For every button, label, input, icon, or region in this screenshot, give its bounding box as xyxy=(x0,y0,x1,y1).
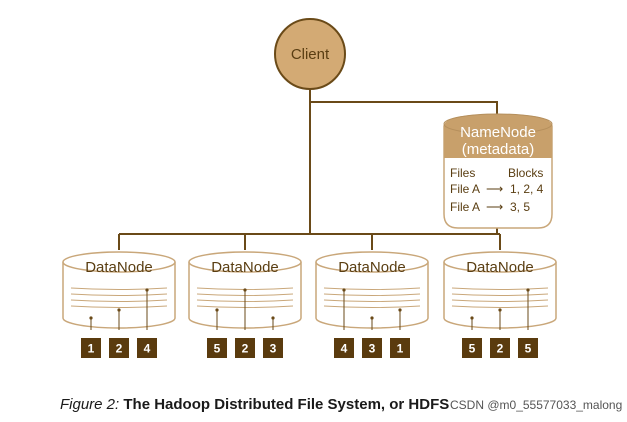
block-box xyxy=(235,338,255,358)
block-box xyxy=(263,338,283,358)
block-number: 4 xyxy=(144,342,151,356)
block-pointer-dot xyxy=(145,288,149,292)
block-pointer-dot xyxy=(370,316,374,320)
datanode-1: DataNode 1 2 4 xyxy=(62,251,176,358)
client-circle xyxy=(274,18,346,90)
block-pointer-dot xyxy=(342,288,346,292)
block-box xyxy=(490,338,510,358)
block-box xyxy=(81,338,101,358)
namenode-title: NameNode xyxy=(460,124,536,141)
block-number: 2 xyxy=(497,342,504,356)
namenode-row-2-blocks: 3, 5 xyxy=(510,200,530,214)
datanode-label: DataNode xyxy=(211,259,279,276)
block-box xyxy=(518,338,538,358)
block-pointer-dot xyxy=(526,288,530,292)
block-box xyxy=(109,338,129,358)
block-pointer-dot xyxy=(398,308,402,312)
datanode-top-rim xyxy=(315,251,429,273)
datanode-platter-line xyxy=(323,305,421,308)
namenode-row-2-file: File A xyxy=(450,200,480,214)
client-label: Client xyxy=(291,46,330,63)
block-pointer-dot xyxy=(117,308,121,312)
namenode-row-1-arrow: ⟶ xyxy=(486,182,503,196)
block-box xyxy=(207,338,227,358)
namenode-subtitle: (metadata) xyxy=(462,141,535,158)
datanode-top-rim xyxy=(443,251,557,273)
datanode-platter-line xyxy=(451,299,549,302)
block-number: 3 xyxy=(369,342,376,356)
block-pointer-dot xyxy=(498,308,502,312)
datanode-platter-line xyxy=(70,287,168,290)
block-box xyxy=(462,338,482,358)
block-number: 5 xyxy=(469,342,476,356)
datanode-platter-line xyxy=(323,293,421,296)
datanode-4: DataNode 5 2 5 xyxy=(443,251,557,358)
block-number: 2 xyxy=(242,342,249,356)
connector-lines xyxy=(118,89,501,250)
block-box xyxy=(362,338,382,358)
block-pointer-dot xyxy=(271,316,275,320)
namenode: NameNode (metadata) Files Blocks File A … xyxy=(443,113,553,229)
block-box xyxy=(137,338,157,358)
block-number: 1 xyxy=(88,342,95,356)
datanode-top-rim xyxy=(188,251,302,273)
namenode-files-header: Files xyxy=(450,166,475,180)
datanode-label: DataNode xyxy=(338,259,406,276)
caption-title: The Hadoop Distributed File System, or H… xyxy=(123,396,450,413)
namenode-blocks-header: Blocks xyxy=(508,166,543,180)
datanode-platter-line xyxy=(451,293,549,296)
datanode-platter-line xyxy=(70,305,168,308)
datanode-platter-line xyxy=(451,305,549,308)
block-number: 1 xyxy=(397,342,404,356)
client-node: Client xyxy=(274,18,346,90)
datanode-platter-line xyxy=(70,299,168,302)
namenode-header xyxy=(444,114,552,158)
block-number: 3 xyxy=(270,342,277,356)
datanode-label: DataNode xyxy=(466,259,534,276)
block-box xyxy=(390,338,410,358)
namenode-row-1-blocks: 1, 2, 4 xyxy=(510,182,544,196)
block-pointer-dot xyxy=(243,288,247,292)
caption-figure-label: Figure 2: xyxy=(60,396,120,413)
watermark: CSDN @m0_55577033_malong xyxy=(450,398,623,412)
datanode-platter-line xyxy=(451,287,549,290)
datanode-platter-line xyxy=(323,299,421,302)
block-pointer-dot xyxy=(470,316,474,320)
block-number: 5 xyxy=(525,342,532,356)
datanode-3: DataNode 4 3 1 xyxy=(315,251,429,358)
namenode-top-rim xyxy=(443,113,553,135)
datanode-top-rim xyxy=(62,251,176,273)
block-pointer-dot xyxy=(215,308,219,312)
client-to-namenode-line xyxy=(310,101,498,117)
datanode-2: DataNode 5 2 3 xyxy=(188,251,302,358)
block-number: 2 xyxy=(116,342,123,356)
datanode-platter-line xyxy=(323,287,421,290)
block-number: 4 xyxy=(341,342,348,356)
block-box xyxy=(334,338,354,358)
block-number: 5 xyxy=(214,342,221,356)
namenode-row-2-arrow: ⟶ xyxy=(486,200,503,214)
datanode-label: DataNode xyxy=(85,259,153,276)
namenode-row-1-file: File A xyxy=(450,182,480,196)
figure-caption: Figure 2: The Hadoop Distributed File Sy… xyxy=(60,396,449,413)
block-pointer-dot xyxy=(89,316,93,320)
datanode-platter-line xyxy=(70,293,168,296)
